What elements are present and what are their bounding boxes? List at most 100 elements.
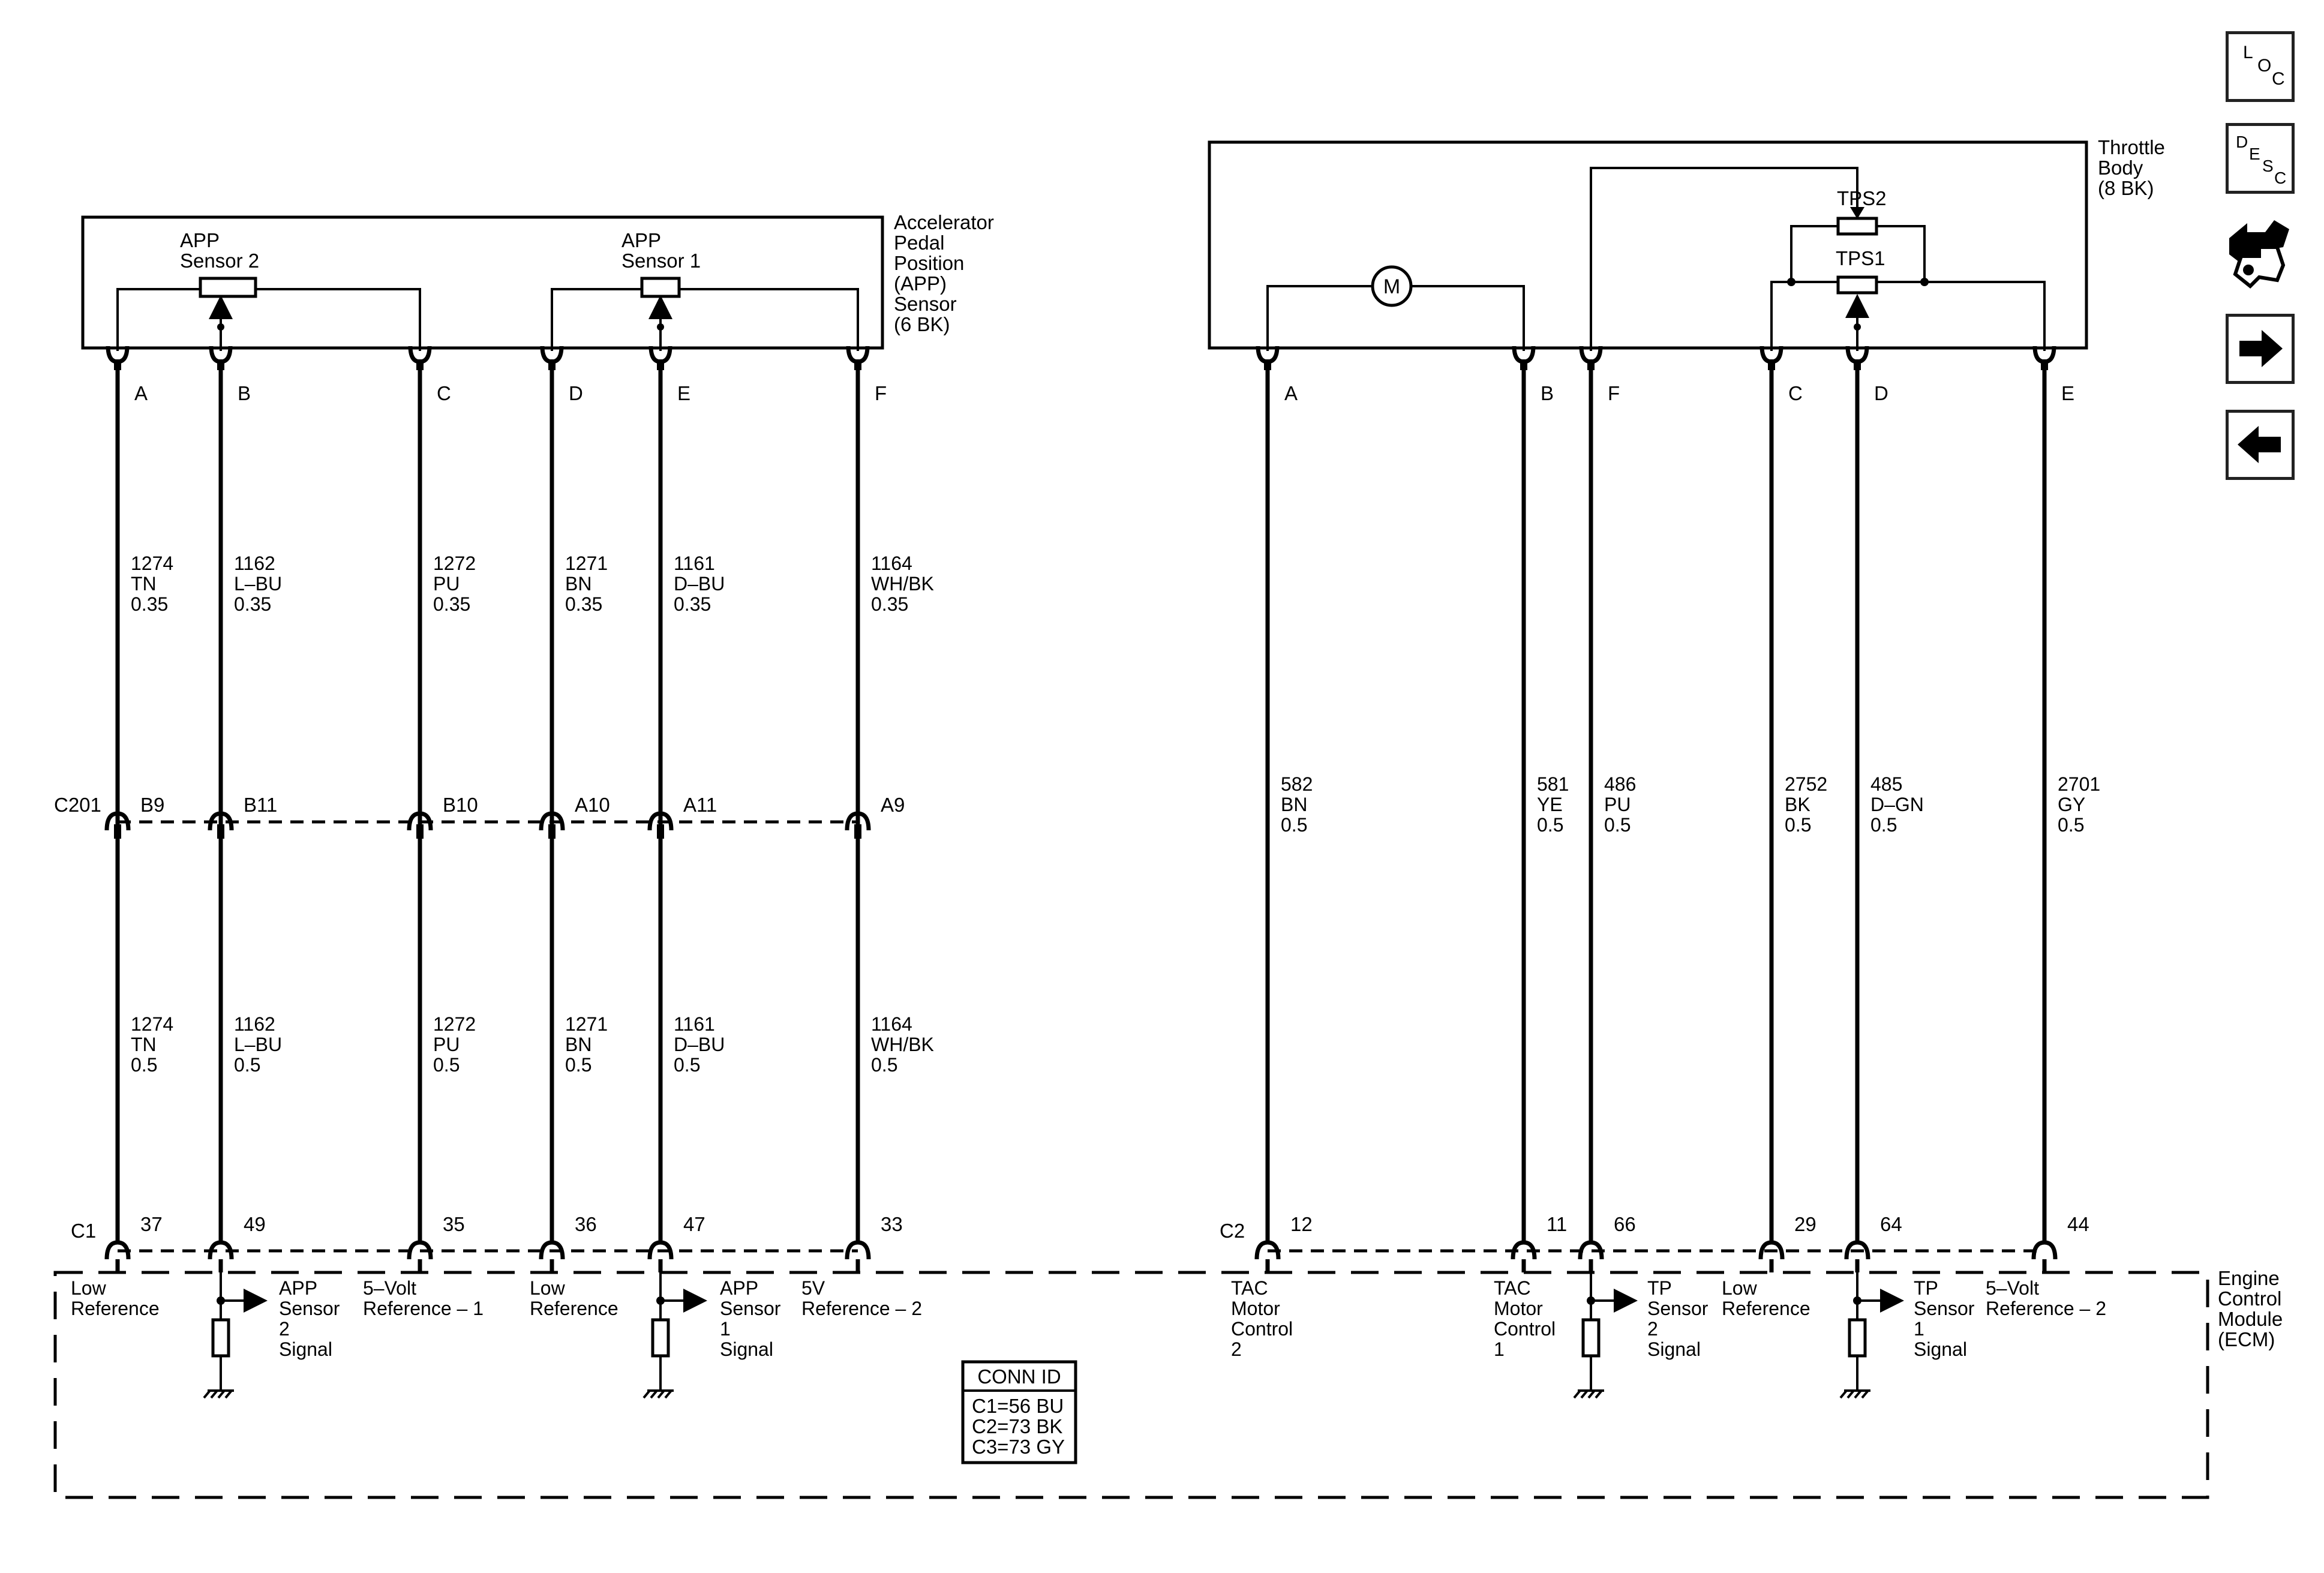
app-sensor-2-label: APP Sensor 2	[180, 229, 259, 272]
throttle-body: Throttle Body (8 BK) M TPS2 TPS1	[1208, 136, 2165, 351]
ecm-pin-label: 35	[443, 1213, 465, 1235]
ecm-pin-label: 12	[1290, 1213, 1313, 1235]
component-pin-label: B	[238, 382, 251, 404]
component-pin-label: E	[677, 382, 690, 404]
svg-text:C: C	[2274, 169, 2286, 187]
app-sensor: Accelerator Pedal Position (APP) Sensor …	[81, 211, 999, 351]
ecm-pin-label: 49	[244, 1213, 266, 1235]
c201-terminal	[539, 811, 565, 831]
ecm: Engine Control Module (ECM) C1 C2 CONN I…	[53, 1220, 2283, 1499]
svg-text:D: D	[2236, 133, 2248, 151]
conn-id-header: CONN ID	[977, 1365, 1061, 1388]
component-pin-label: D	[569, 382, 583, 404]
conn-id-line: C2=73 BK	[972, 1415, 1062, 1437]
ecm-pin-label: 29	[1794, 1213, 1816, 1235]
component-pin-label: C	[437, 382, 451, 404]
c201-pin-label: B9	[140, 794, 164, 816]
app-sensor-1-resistor	[640, 277, 681, 298]
svg-text:O: O	[2257, 56, 2271, 76]
next-page-button[interactable]	[2226, 314, 2295, 384]
ecm-pin-label: 33	[881, 1213, 903, 1235]
ecm-terminal	[208, 1240, 234, 1260]
conn-id-table: CONN ID C1=56 BU C2=73 BK C3=73 GY	[961, 1360, 1077, 1464]
component-pin-label: C	[1788, 382, 1803, 404]
component-pin-label: B	[1541, 382, 1554, 404]
pull-resistor	[1848, 1318, 1867, 1358]
tps1-resistor	[1836, 275, 1878, 295]
loc-icon: L O C	[2243, 43, 2285, 89]
desc-icon: D E S C	[2236, 133, 2286, 187]
pull-resistor	[651, 1318, 670, 1358]
c201-connector-label: C201	[54, 794, 101, 816]
conn-id-line: C3=73 GY	[972, 1436, 1065, 1458]
c201-terminal	[208, 811, 234, 831]
c201-terminal	[407, 811, 433, 831]
ecm-pin-label: 47	[683, 1213, 705, 1235]
c201-terminal	[104, 811, 131, 831]
tps2-resistor	[1836, 217, 1878, 236]
ecm-pin-label: 36	[575, 1213, 597, 1235]
ecm-terminal	[2031, 1240, 2058, 1260]
ecm-connector-c1: C1	[71, 1220, 96, 1242]
connector-end-view-button[interactable]	[2223, 211, 2298, 289]
ecm-terminal	[1254, 1240, 1281, 1260]
ecm-terminal	[845, 1240, 871, 1260]
ecm-terminal	[1511, 1240, 1537, 1260]
ecm-terminal	[1578, 1240, 1604, 1260]
desc-button[interactable]: D E S C	[2226, 123, 2295, 194]
ecm-terminal	[407, 1240, 433, 1260]
ecm-terminal	[104, 1240, 131, 1260]
c201-pin-label: B10	[443, 794, 478, 816]
ecm-terminal	[1758, 1240, 1785, 1260]
tps1-label: TPS1	[1836, 247, 1885, 269]
component-pin-label: F	[875, 382, 887, 404]
app-sensor-box	[81, 215, 884, 350]
conn-id-line: C1=56 BU	[972, 1395, 1064, 1417]
svg-text:E: E	[2249, 145, 2260, 163]
connector-icon	[2229, 220, 2289, 289]
component-pin-label: D	[1874, 382, 1888, 404]
ecm-terminal	[539, 1240, 565, 1260]
previous-page-button[interactable]	[2226, 410, 2295, 480]
component-pin-label: F	[1608, 382, 1620, 404]
arrow-left-icon	[2238, 426, 2281, 463]
pull-resistor	[1581, 1318, 1601, 1358]
svg-text:C: C	[2272, 69, 2285, 89]
ecm-connector-c2: C2	[1220, 1220, 1245, 1242]
pull-resistor	[211, 1318, 230, 1358]
ecm-pin-label: 66	[1614, 1213, 1636, 1235]
c201-terminal	[647, 811, 674, 831]
loc-button[interactable]: L O C	[2226, 31, 2295, 102]
app-sensor-title: Accelerator Pedal Position (APP) Sensor …	[894, 211, 999, 335]
c201-pin-label: B11	[244, 794, 277, 816]
ecm-pin-label: 37	[140, 1213, 163, 1235]
c201-pin-label: A11	[683, 794, 717, 816]
ecm-terminal	[1844, 1240, 1870, 1260]
c201-terminal	[845, 811, 871, 831]
